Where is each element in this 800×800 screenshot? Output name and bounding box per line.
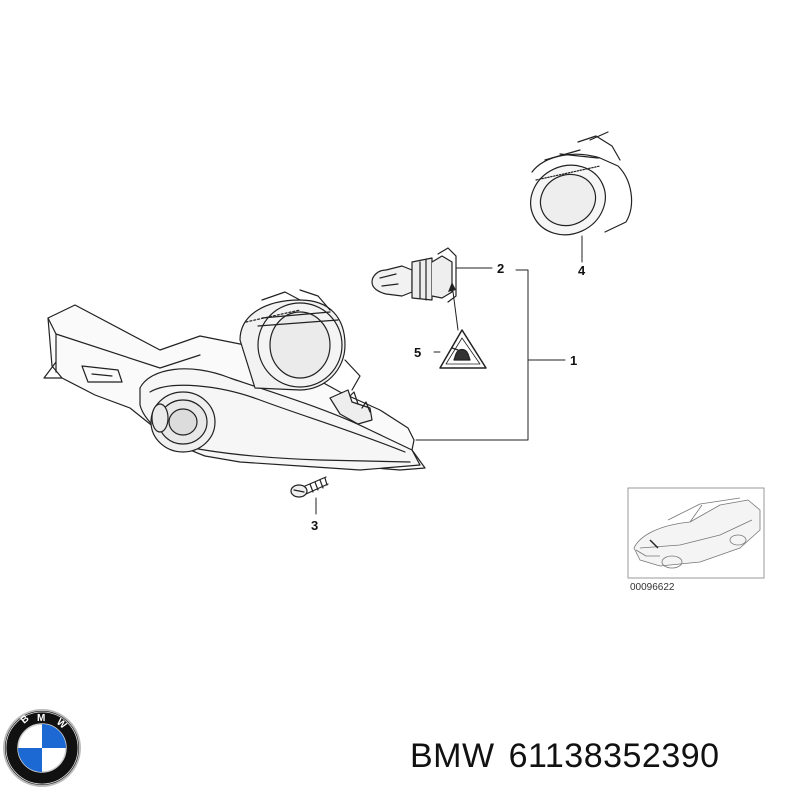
callout-1: 1 (570, 353, 577, 368)
callout-4: 4 (578, 263, 586, 278)
callout-3: 3 (311, 518, 318, 533)
brand-name: BMW (410, 737, 495, 775)
socket-seal (530, 131, 633, 236)
car-thumbnail (627, 487, 765, 579)
fog-light-housing (43, 289, 426, 471)
part-caption: BMW 61138352390 (410, 737, 734, 776)
svg-text:M: M (37, 713, 45, 724)
arrow-bulb (448, 282, 456, 292)
screw (290, 476, 329, 498)
reference-number: 00096622 (630, 582, 675, 593)
bulb (371, 247, 457, 303)
leader-lines (315, 235, 583, 515)
bmw-logo: B M W (3, 709, 81, 787)
callout-2: 2 (497, 261, 504, 276)
part-number: 61138352390 (508, 737, 720, 775)
warning-label (439, 329, 487, 369)
callout-5: 5 (414, 345, 421, 360)
